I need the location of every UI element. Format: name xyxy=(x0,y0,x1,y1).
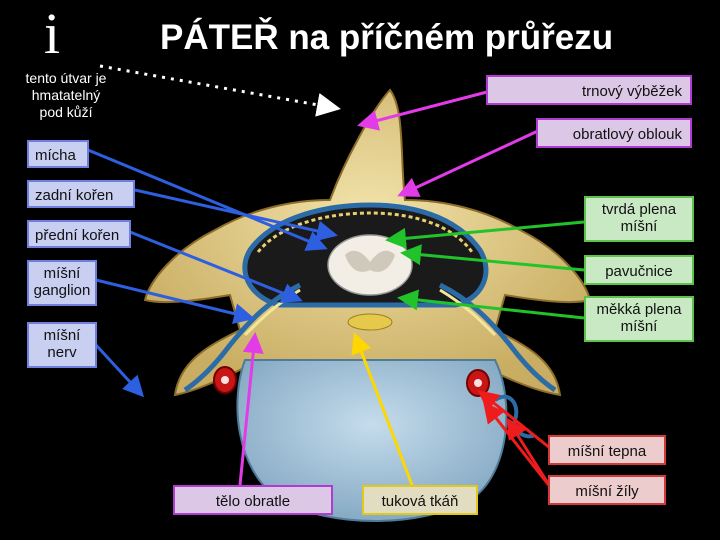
label-vertebral-arch: obratlový oblouk xyxy=(536,118,692,148)
label-spinal-artery: míšní tepna xyxy=(548,435,666,465)
palpable-note: tento útvar je hmatatelný pod kůží xyxy=(6,70,126,121)
label-anterior-root: přední kořen xyxy=(27,220,131,248)
note-line: pod kůží xyxy=(40,104,93,120)
label-fatty-tissue: tuková tkáň xyxy=(362,485,478,515)
page-title: PÁTEŘ na příčném průřezu xyxy=(160,18,613,58)
label-spinal-veins: míšní žíly xyxy=(548,475,666,505)
info-icon: i xyxy=(44,4,60,64)
note-line: hmatatelný xyxy=(32,87,100,103)
label-posterior-root: zadní kořen xyxy=(27,180,135,208)
label-spinous-process: trnový výběžek xyxy=(486,75,692,105)
label-vertebral-body: tělo obratle xyxy=(173,485,333,515)
note-line: tento útvar je xyxy=(26,70,107,86)
label-arachnoid: pavučnice xyxy=(584,255,694,285)
label-spinal-cord: mícha xyxy=(27,140,89,168)
